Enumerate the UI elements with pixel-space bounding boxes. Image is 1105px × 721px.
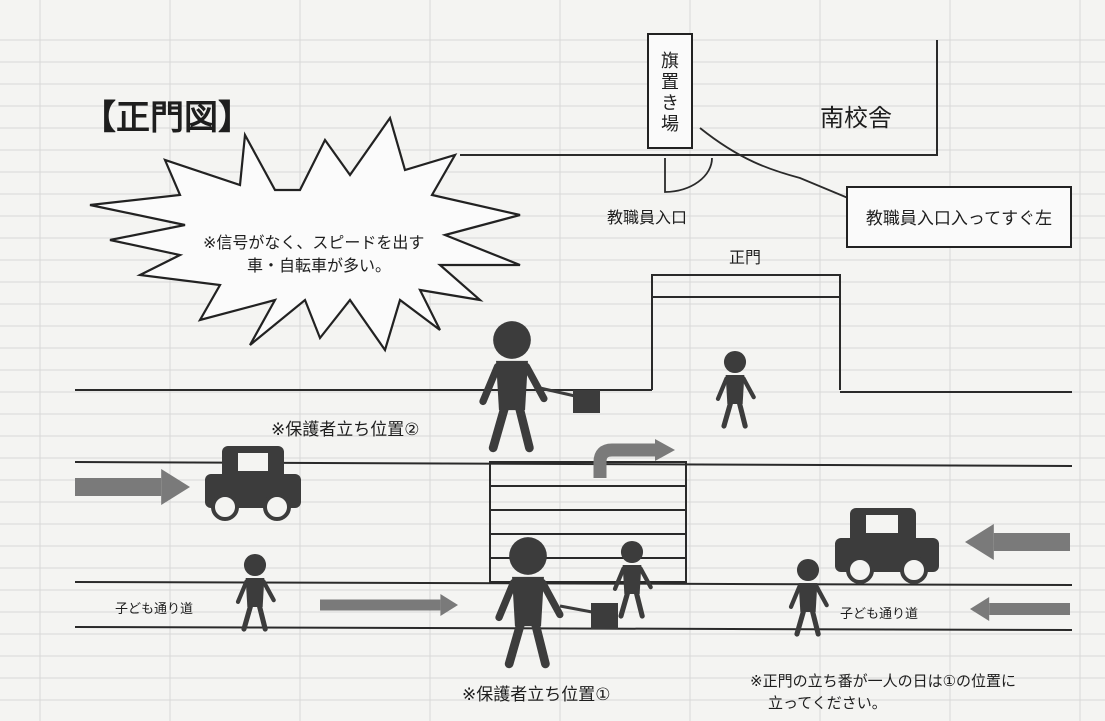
child-figure-crosswalk <box>612 540 653 619</box>
child-figure-gate <box>715 350 756 429</box>
main-gate-label: 正門 <box>729 248 762 267</box>
car-left <box>205 446 301 521</box>
flag-storage-label: 旗置き場 <box>647 33 693 149</box>
note-line-1: ※正門の立ち番が一人の日は①の位置に <box>750 672 1017 690</box>
turn-arrow <box>593 439 675 478</box>
arrow-left-sidewalk <box>320 594 458 616</box>
guardian-figure-2 <box>479 321 548 453</box>
guardian-1-arm <box>559 604 593 614</box>
staff-door-arc <box>664 157 713 193</box>
people-figures <box>235 321 829 669</box>
arrow-right-road <box>965 524 1070 560</box>
child-path-left-label: 子ども通り道 <box>115 602 194 617</box>
arrow-right-sidewalk <box>970 597 1070 621</box>
guardian-position-1-label: ※保護者立ち位置① <box>462 685 611 705</box>
road-edge-bottom <box>74 581 1073 586</box>
flag-box-lower <box>591 603 618 629</box>
warning-line-1: ※信号がなく、スピードを出す <box>203 233 425 252</box>
car-right <box>835 508 939 584</box>
arrow-left-road <box>75 469 190 505</box>
staff-entrance-note: 教職員入口入ってすぐ左 <box>846 186 1072 248</box>
traffic-arrows <box>75 469 1070 621</box>
flag-box-upper <box>573 390 600 413</box>
leader-line <box>699 127 849 199</box>
guardian-2-arm <box>539 386 576 398</box>
warning-line-2: 車・自転車が多い。 <box>247 256 392 275</box>
child-figure-right <box>788 558 829 637</box>
sidewalk-edge <box>74 626 1073 631</box>
south-building-label: 南校舎 <box>820 104 892 132</box>
guardian-figure-1 <box>495 537 564 669</box>
child-path-right-label: 子ども通り道 <box>840 607 919 622</box>
guardian-position-2-label: ※保護者立ち位置② <box>271 420 420 440</box>
south-building-outline <box>460 40 938 156</box>
main-gate-outline <box>651 274 841 390</box>
diagram-title: 【正門図】 <box>82 98 252 138</box>
note-line-2: 立ってください。 <box>768 694 887 712</box>
child-figure-left <box>235 553 276 632</box>
staff-entrance-label: 教職員入口 <box>607 208 688 227</box>
warning-starburst <box>89 115 521 353</box>
